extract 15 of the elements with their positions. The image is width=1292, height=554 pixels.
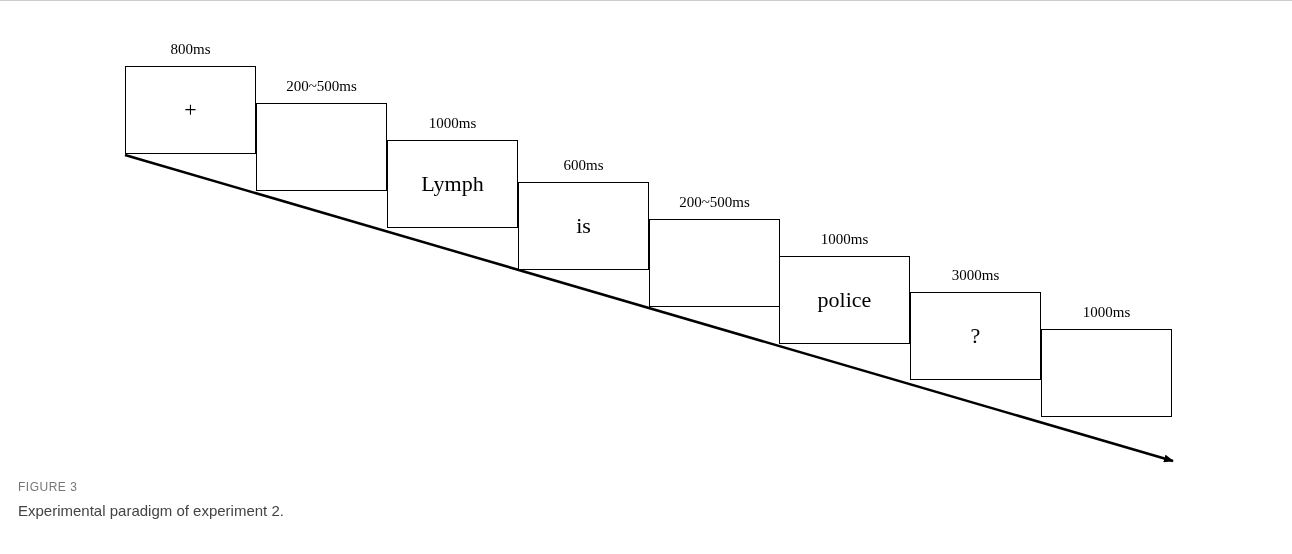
duration-label: 800ms [170,41,211,58]
duration-label: 1000ms [820,231,869,248]
figure-caption: Experimental paradigm of experiment 2. [18,502,284,519]
duration-label: 1000ms [428,115,477,132]
duration-label: 200~500ms [679,194,750,211]
duration-label: 200~500ms [286,78,357,95]
stimulus-text: police [817,287,872,313]
stimulus-text: is [576,213,591,239]
duration-label: 600ms [563,157,604,174]
stimulus-text: + [184,97,197,123]
duration-label: 3000ms [951,267,1000,284]
figure-number: FIGURE 3 [18,480,78,494]
stimulus-text: ? [970,323,981,349]
duration-label: 1000ms [1082,304,1131,321]
stimulus-text: Lymph [421,171,484,197]
